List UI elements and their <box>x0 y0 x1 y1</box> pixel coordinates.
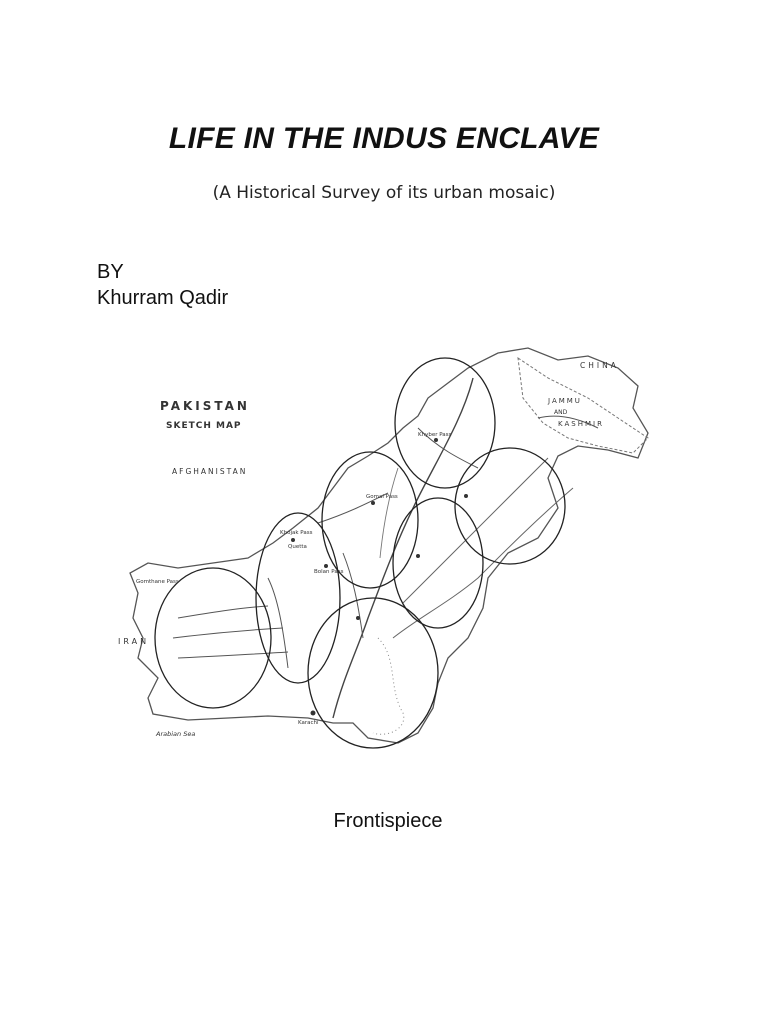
label-and: AND <box>554 409 568 416</box>
label-kashmir: KASHMIR <box>558 420 604 428</box>
label-gomal-pass: Gomal Pass <box>366 494 398 500</box>
river-tributary-3 <box>379 467 399 559</box>
region-circles <box>154 357 566 749</box>
desert-region <box>372 637 405 735</box>
region-circle-punjab <box>392 497 484 629</box>
region-circle-north <box>394 357 496 489</box>
map-subheading: SKETCH MAP <box>166 421 242 431</box>
region-circle-baluchistan <box>255 512 341 684</box>
book-title: LIFE IN THE INDUS ENCLAVE <box>168 122 600 155</box>
label-gomthane-pass: Gomthane Pass <box>136 579 179 585</box>
label-jammu: JAMMU <box>547 397 582 405</box>
label-china: CHINA <box>580 361 619 370</box>
label-iran: IRAN <box>118 637 149 646</box>
map-heading: PAKISTAN <box>160 399 250 413</box>
mountain-ranges <box>172 415 599 669</box>
region-circle-sindh <box>307 597 439 749</box>
label-khojak-pass: Khojak Pass <box>280 530 313 536</box>
kashmir-outline <box>517 356 649 454</box>
label-karachi: Karachi <box>298 720 319 726</box>
author-name: Khurram Qadir <box>97 287 229 309</box>
country-outline <box>129 347 649 744</box>
by-label: BY <box>97 261 124 283</box>
region-circle-frontier <box>321 451 419 589</box>
frontispiece-caption: Frontispiece <box>333 810 443 832</box>
place-markers <box>291 438 468 716</box>
region-circle-kashmir <box>454 447 566 565</box>
region-circle-makran <box>154 567 272 709</box>
byline: BY Khurram Qadir <box>97 259 228 311</box>
label-khyber-pass: Khyber Pass <box>418 432 452 438</box>
label-arabian-sea: Arabian Sea <box>155 730 195 738</box>
label-bolan-pass: Bolan Pass <box>314 569 344 575</box>
river-tributary-1 <box>402 457 549 604</box>
pakistan-sketch-map: PAKISTAN SKETCH MAP AFGHANISTAN CHINA JA… <box>118 347 649 749</box>
label-afghanistan: AFGHANISTAN <box>172 467 247 476</box>
book-subtitle: (A Historical Survey of its urban mosaic… <box>212 183 556 203</box>
label-quetta: Quetta <box>288 544 307 550</box>
indus-river <box>332 377 474 719</box>
